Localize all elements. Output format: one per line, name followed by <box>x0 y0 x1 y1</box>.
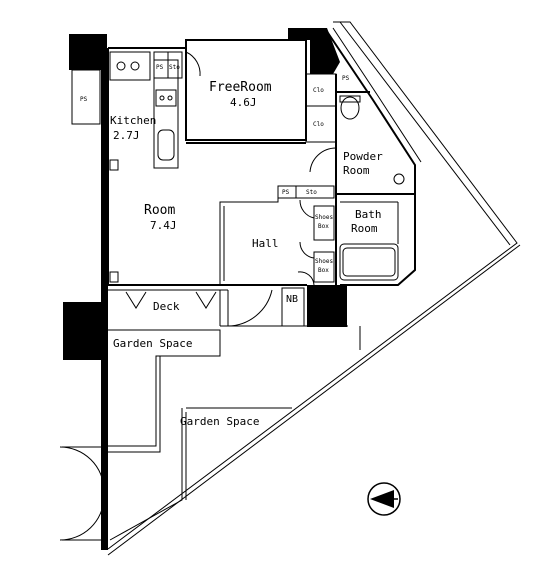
kitchen-size: 2.7J <box>113 129 140 142</box>
room-labels: FreeRoom 4.6J Kitchen 2.7J Room 7.4J Hal… <box>110 80 383 428</box>
ps-kitchen-label: PS <box>156 64 164 71</box>
north-arrow-icon <box>367 482 401 516</box>
bath-room-label-line2: Room <box>351 222 378 235</box>
nb-label: NB <box>286 294 298 305</box>
column-mid-left <box>63 302 107 360</box>
room-label: Room <box>144 203 175 218</box>
bath-room-label-line1: Bath <box>355 208 382 221</box>
garden-space-label-1: Garden Space <box>113 337 192 350</box>
fixture-symbols <box>116 61 405 185</box>
free-room-size: 4.6J <box>230 96 257 109</box>
column-top-left <box>69 34 107 70</box>
powder-room-label-line1: Powder <box>343 150 383 163</box>
kitchen-sink-icon <box>155 89 177 107</box>
column-top-right <box>288 28 340 74</box>
garden-space-label-2: Garden Space <box>180 415 259 428</box>
shoes-box-2-line1: Shoes <box>315 258 333 265</box>
column-nb <box>307 285 347 327</box>
room-size: 7.4J <box>150 219 177 232</box>
interior-walls <box>71 39 415 327</box>
hall-label: Hall <box>252 237 279 250</box>
free-room-label: FreeRoom <box>209 80 272 95</box>
toilet-icon <box>340 96 360 120</box>
powder-room-label-line2: Room <box>343 164 370 177</box>
shoes-box-2-line2: Box <box>318 267 329 274</box>
garden-outlines <box>104 325 361 541</box>
sink-icon <box>393 173 405 185</box>
kitchen-label: Kitchen <box>110 114 156 127</box>
deck-label: Deck <box>153 300 180 313</box>
shoes-box-1-line2: Box <box>318 223 329 230</box>
sto-hall-label: Sto <box>306 189 317 196</box>
closet-2-label: Clo <box>313 121 324 128</box>
ps-right-label: PS <box>342 75 350 82</box>
door-swings <box>59 51 337 541</box>
closet-1-label: Clo <box>313 87 324 94</box>
stove-icon <box>116 61 140 71</box>
toilet-tank-icon <box>339 95 361 103</box>
fixture-labels: PS PS Sto PS Clo Clo PS Sto Shoes Box Sh… <box>80 64 350 305</box>
deck-markers <box>125 291 217 309</box>
ps-hall-label: PS <box>282 189 290 196</box>
sto-label: Sto <box>169 64 180 71</box>
shoes-box-1-line1: Shoes <box>315 214 333 221</box>
ps-left-label: PS <box>80 96 88 103</box>
structural-columns <box>63 28 347 550</box>
